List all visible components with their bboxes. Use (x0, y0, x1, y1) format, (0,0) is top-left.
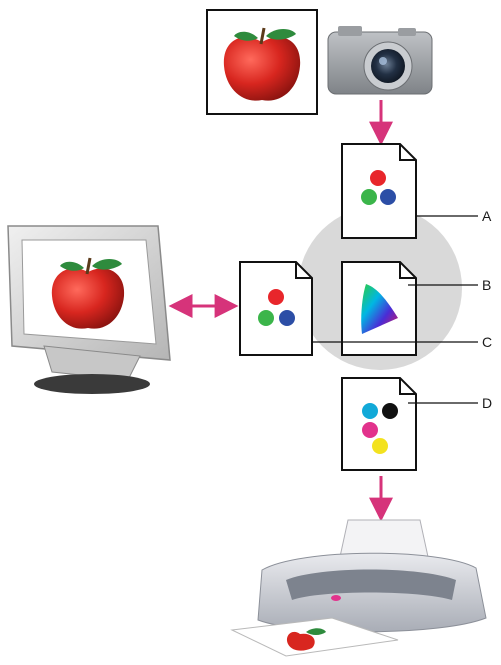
camera-icon (327, 26, 433, 95)
callout-label-a: A (482, 208, 492, 224)
callout-label-b: B (482, 277, 491, 293)
monitor-icon (7, 225, 171, 394)
document-d (341, 377, 417, 471)
apple-photo (206, 9, 318, 115)
gamut-icon (361, 284, 398, 334)
callout-label-c: C (482, 334, 492, 350)
document-b (341, 261, 417, 356)
document-a (341, 143, 417, 239)
document-c (239, 261, 313, 356)
printer-icon (230, 519, 487, 657)
callout-label-d: D (482, 395, 492, 411)
